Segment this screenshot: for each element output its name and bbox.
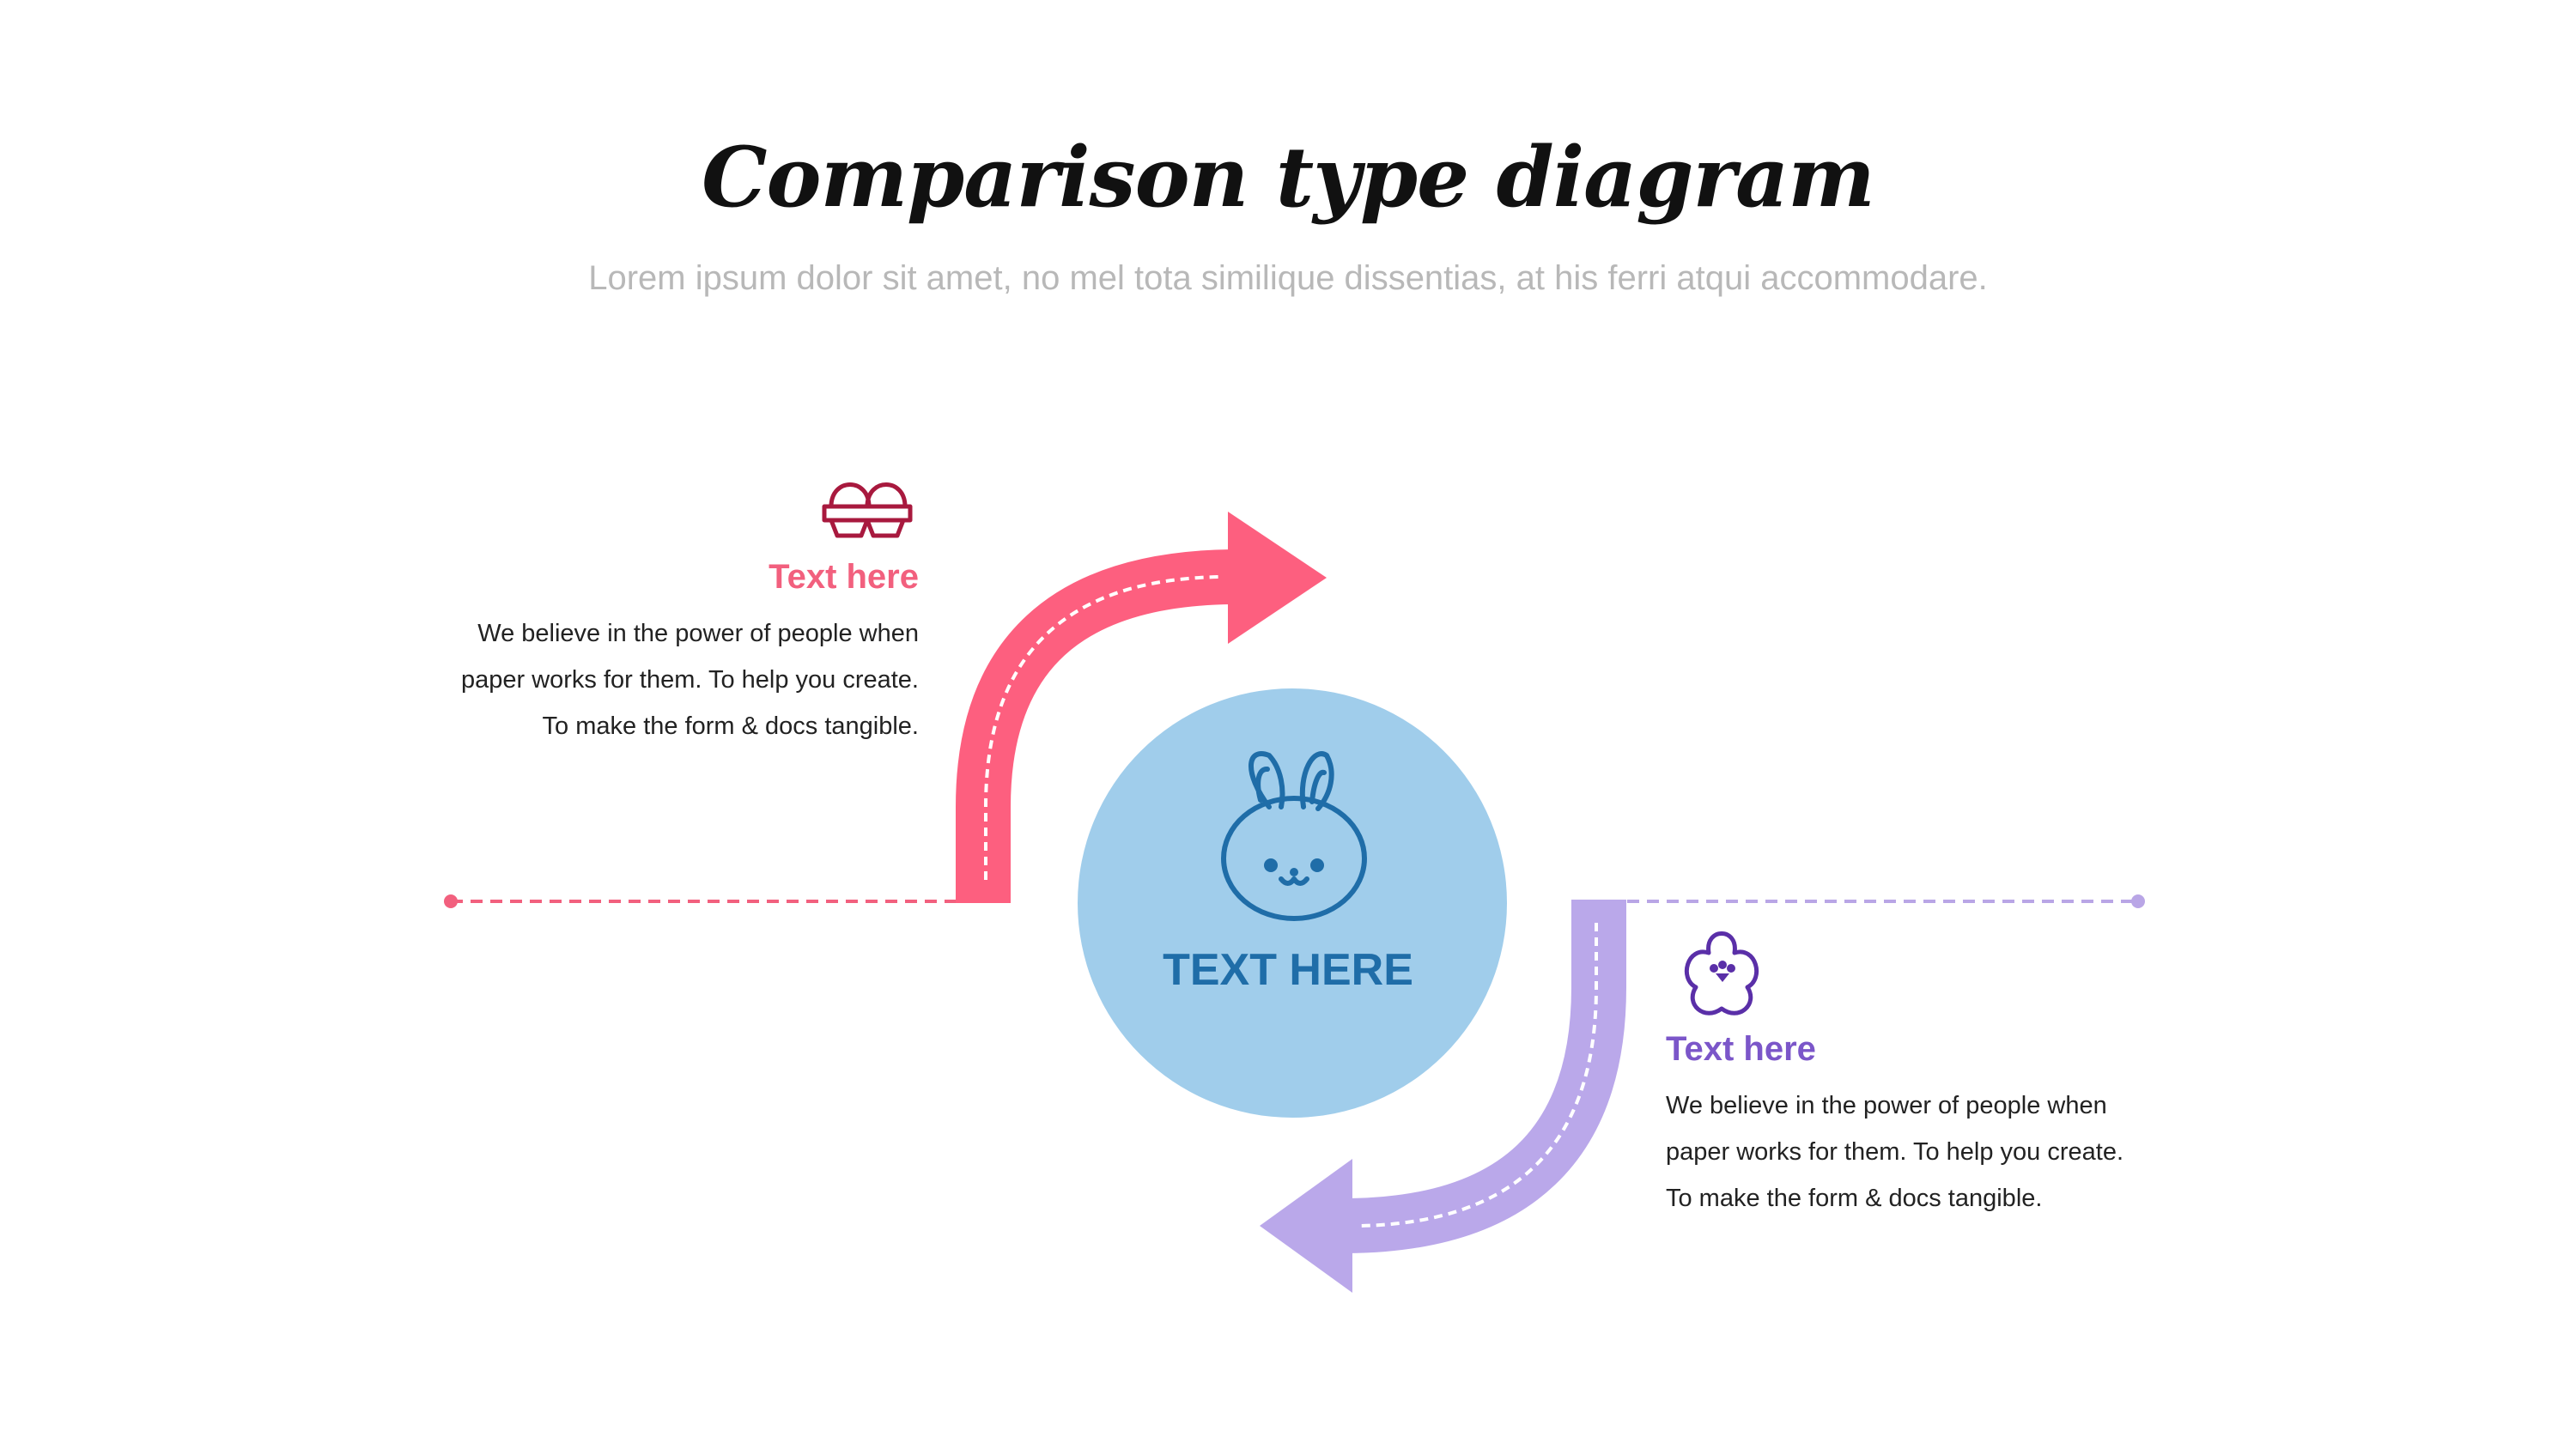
- page-subtitle: Lorem ipsum dolor sit amet, no mel tota …: [588, 259, 1988, 297]
- right-block-heading: Text here: [1666, 1030, 1816, 1068]
- left-text-block: Text here We believe in the power of peo…: [386, 558, 919, 749]
- bunny-eye-right: [1310, 858, 1324, 872]
- center-label: TEXT HERE: [1163, 945, 1413, 995]
- bunny-nose: [1290, 868, 1298, 876]
- right-block-line: We believe in the power of people when: [1666, 1092, 2107, 1119]
- left-connector-dot: [444, 894, 458, 908]
- flower-icon: [1684, 931, 1759, 1016]
- right-text-block: Text here We believe in the power of peo…: [1666, 1030, 2198, 1222]
- right-block-line: To make the form & docs tangible.: [1666, 1185, 2043, 1212]
- purple-curved-arrow: [1260, 900, 1626, 1293]
- left-block-body: We believe in the power of people when p…: [386, 610, 919, 749]
- bunny-icon: [1221, 751, 1367, 921]
- flower-center-icon: [1710, 961, 1735, 982]
- egg-carton-icon: [822, 482, 913, 538]
- right-block-line: paper works for them. To help you create…: [1666, 1138, 2124, 1166]
- left-block-line: To make the form & docs tangible.: [542, 712, 919, 740]
- center-circle: [1078, 688, 1507, 1118]
- page-title: Comparison type diagram: [702, 129, 1875, 226]
- left-block-line: paper works for them. To help you create…: [460, 666, 919, 694]
- right-connector-dot: [2131, 894, 2145, 908]
- pink-curved-arrow: [956, 512, 1327, 903]
- right-block-body: We believe in the power of people when p…: [1666, 1082, 2198, 1222]
- left-block-line: We believe in the power of people when: [477, 620, 919, 647]
- left-block-heading: Text here: [769, 558, 919, 596]
- bunny-eye-left: [1264, 858, 1278, 872]
